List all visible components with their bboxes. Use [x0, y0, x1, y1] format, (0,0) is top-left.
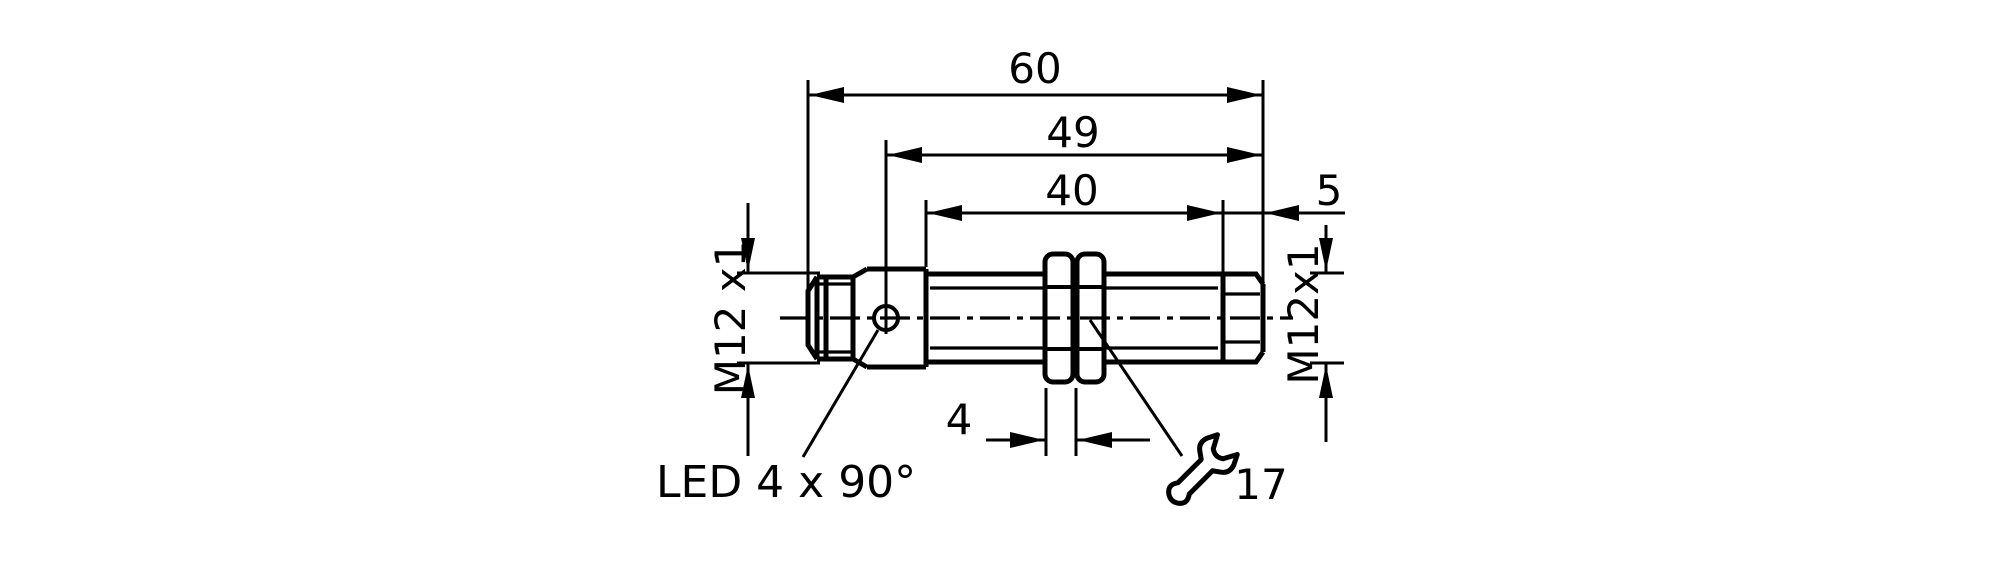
dimension-arrowheads — [741, 87, 1333, 448]
dim-5-label: 5 — [1316, 166, 1343, 215]
wrench-size-label: 17 — [1234, 460, 1287, 509]
dim-40-label: 40 — [1045, 166, 1098, 215]
thread-label-right: M12x1 — [1279, 243, 1328, 384]
dim-49-label: 49 — [1046, 108, 1099, 157]
led-leader-line — [801, 329, 880, 458]
led-label: LED 4 x 90° — [656, 457, 916, 508]
dim-4-label: 4 — [946, 395, 973, 444]
dim-60-label: 60 — [1008, 44, 1061, 93]
extension-lines — [737, 80, 1344, 456]
wrench-icon — [1166, 432, 1240, 506]
wrench-leader-line — [1088, 319, 1184, 457]
sensor-body-details — [818, 282, 1260, 354]
thread-label-left: M12 x1 — [706, 241, 755, 396]
